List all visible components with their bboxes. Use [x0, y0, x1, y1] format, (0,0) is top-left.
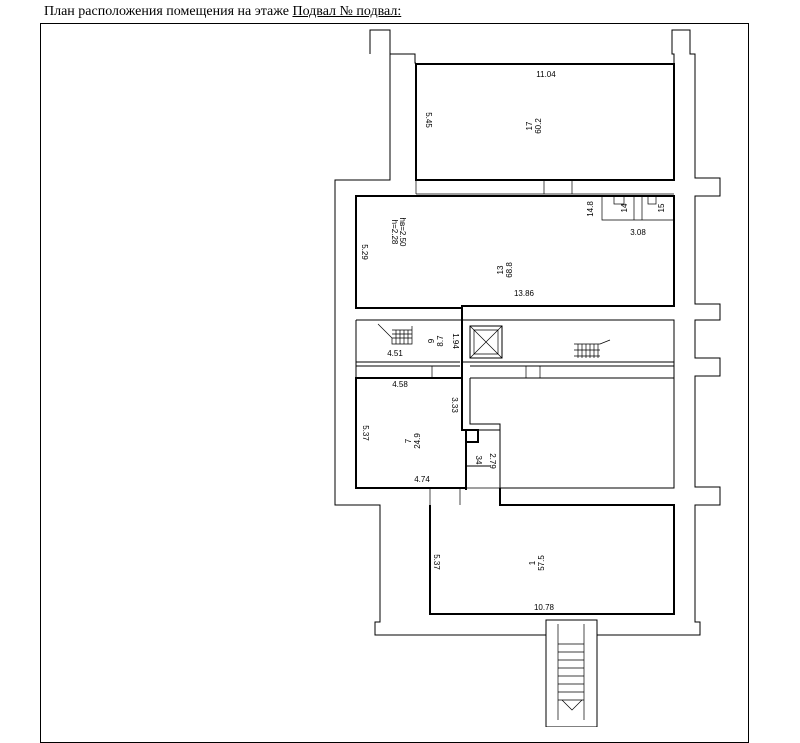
dim-34: 34 — [474, 456, 483, 465]
column — [465, 429, 479, 443]
toilet-icon — [647, 195, 657, 205]
room-17-label: 17 — [525, 121, 534, 130]
dim-13-86: 13.86 — [514, 289, 535, 298]
room-9-area: 8.7 — [436, 335, 445, 347]
dim-3-08: 3.08 — [630, 228, 646, 237]
room-13-area: 68.8 — [505, 262, 514, 278]
building-outline — [334, 29, 721, 636]
room-9-label: 9 — [427, 338, 436, 343]
stair-corridor — [574, 339, 611, 358]
room-1-area: 57.5 — [537, 555, 546, 571]
dim-5-29: 5.29 — [360, 244, 369, 260]
room-13-number: 13 — [496, 265, 505, 274]
stair-room-9 — [377, 323, 413, 345]
room-15-label: 15 — [657, 203, 666, 212]
dim-4-74: 4.74 — [414, 475, 430, 484]
dim-h-2-28: h=2.28 — [390, 220, 399, 245]
page-title: План расположения помещения на этаже Под… — [44, 4, 401, 20]
lower-link — [356, 487, 674, 505]
room-7-label: 7 — [404, 438, 413, 443]
dim-2-79: 2.79 — [488, 453, 497, 469]
floor-plan: 17 60.2 13 68.8 14 15 9 8.7 7 24.9 1 57.… — [334, 29, 721, 727]
dim-5-37b: 5.37 — [432, 554, 441, 570]
dim-5-37a: 5.37 — [361, 425, 370, 441]
entrance-stair — [545, 619, 598, 727]
room-14-15 — [601, 196, 674, 221]
room-7 — [355, 377, 479, 489]
dim-1-94: 1.94 — [451, 333, 460, 349]
sink-icon — [613, 195, 625, 205]
room-14-label: 14 — [620, 203, 629, 212]
room-1-label: 1 — [528, 560, 537, 565]
room-1 — [429, 488, 675, 615]
dim-10-78: 10.78 — [534, 603, 555, 612]
elevator-shaft — [469, 325, 503, 359]
dim-4-58: 4.58 — [392, 380, 408, 389]
room-17-area: 60.2 — [534, 118, 543, 134]
elevator-cross — [469, 325, 503, 359]
room-13-area-value: 68.8 — [505, 262, 514, 278]
room-17-area-value: 60.2 — [534, 118, 543, 134]
corridor-strip — [355, 319, 675, 379]
entrance-stair-steps — [557, 624, 585, 720]
room-7-area: 24.9 — [413, 433, 422, 449]
room-17 — [415, 63, 675, 181]
room-17-number: 17 — [525, 121, 534, 130]
right-area — [469, 378, 675, 489]
room-13-label: 13 — [496, 265, 505, 274]
dim-3-33: 3.33 — [450, 397, 459, 413]
dim-4-51: 4.51 — [387, 349, 403, 358]
dim-hb-2-50: hв=2.50 — [398, 218, 407, 247]
dim-11-04: 11.04 — [536, 70, 556, 79]
dim-14-8: 14.8 — [586, 201, 595, 217]
title-floor: Подвал № подвал: — [292, 4, 402, 19]
title-prefix: План расположения помещения на этаже — [44, 4, 293, 19]
dim-5-45: 5.45 — [424, 112, 433, 128]
partition-band — [415, 179, 674, 195]
